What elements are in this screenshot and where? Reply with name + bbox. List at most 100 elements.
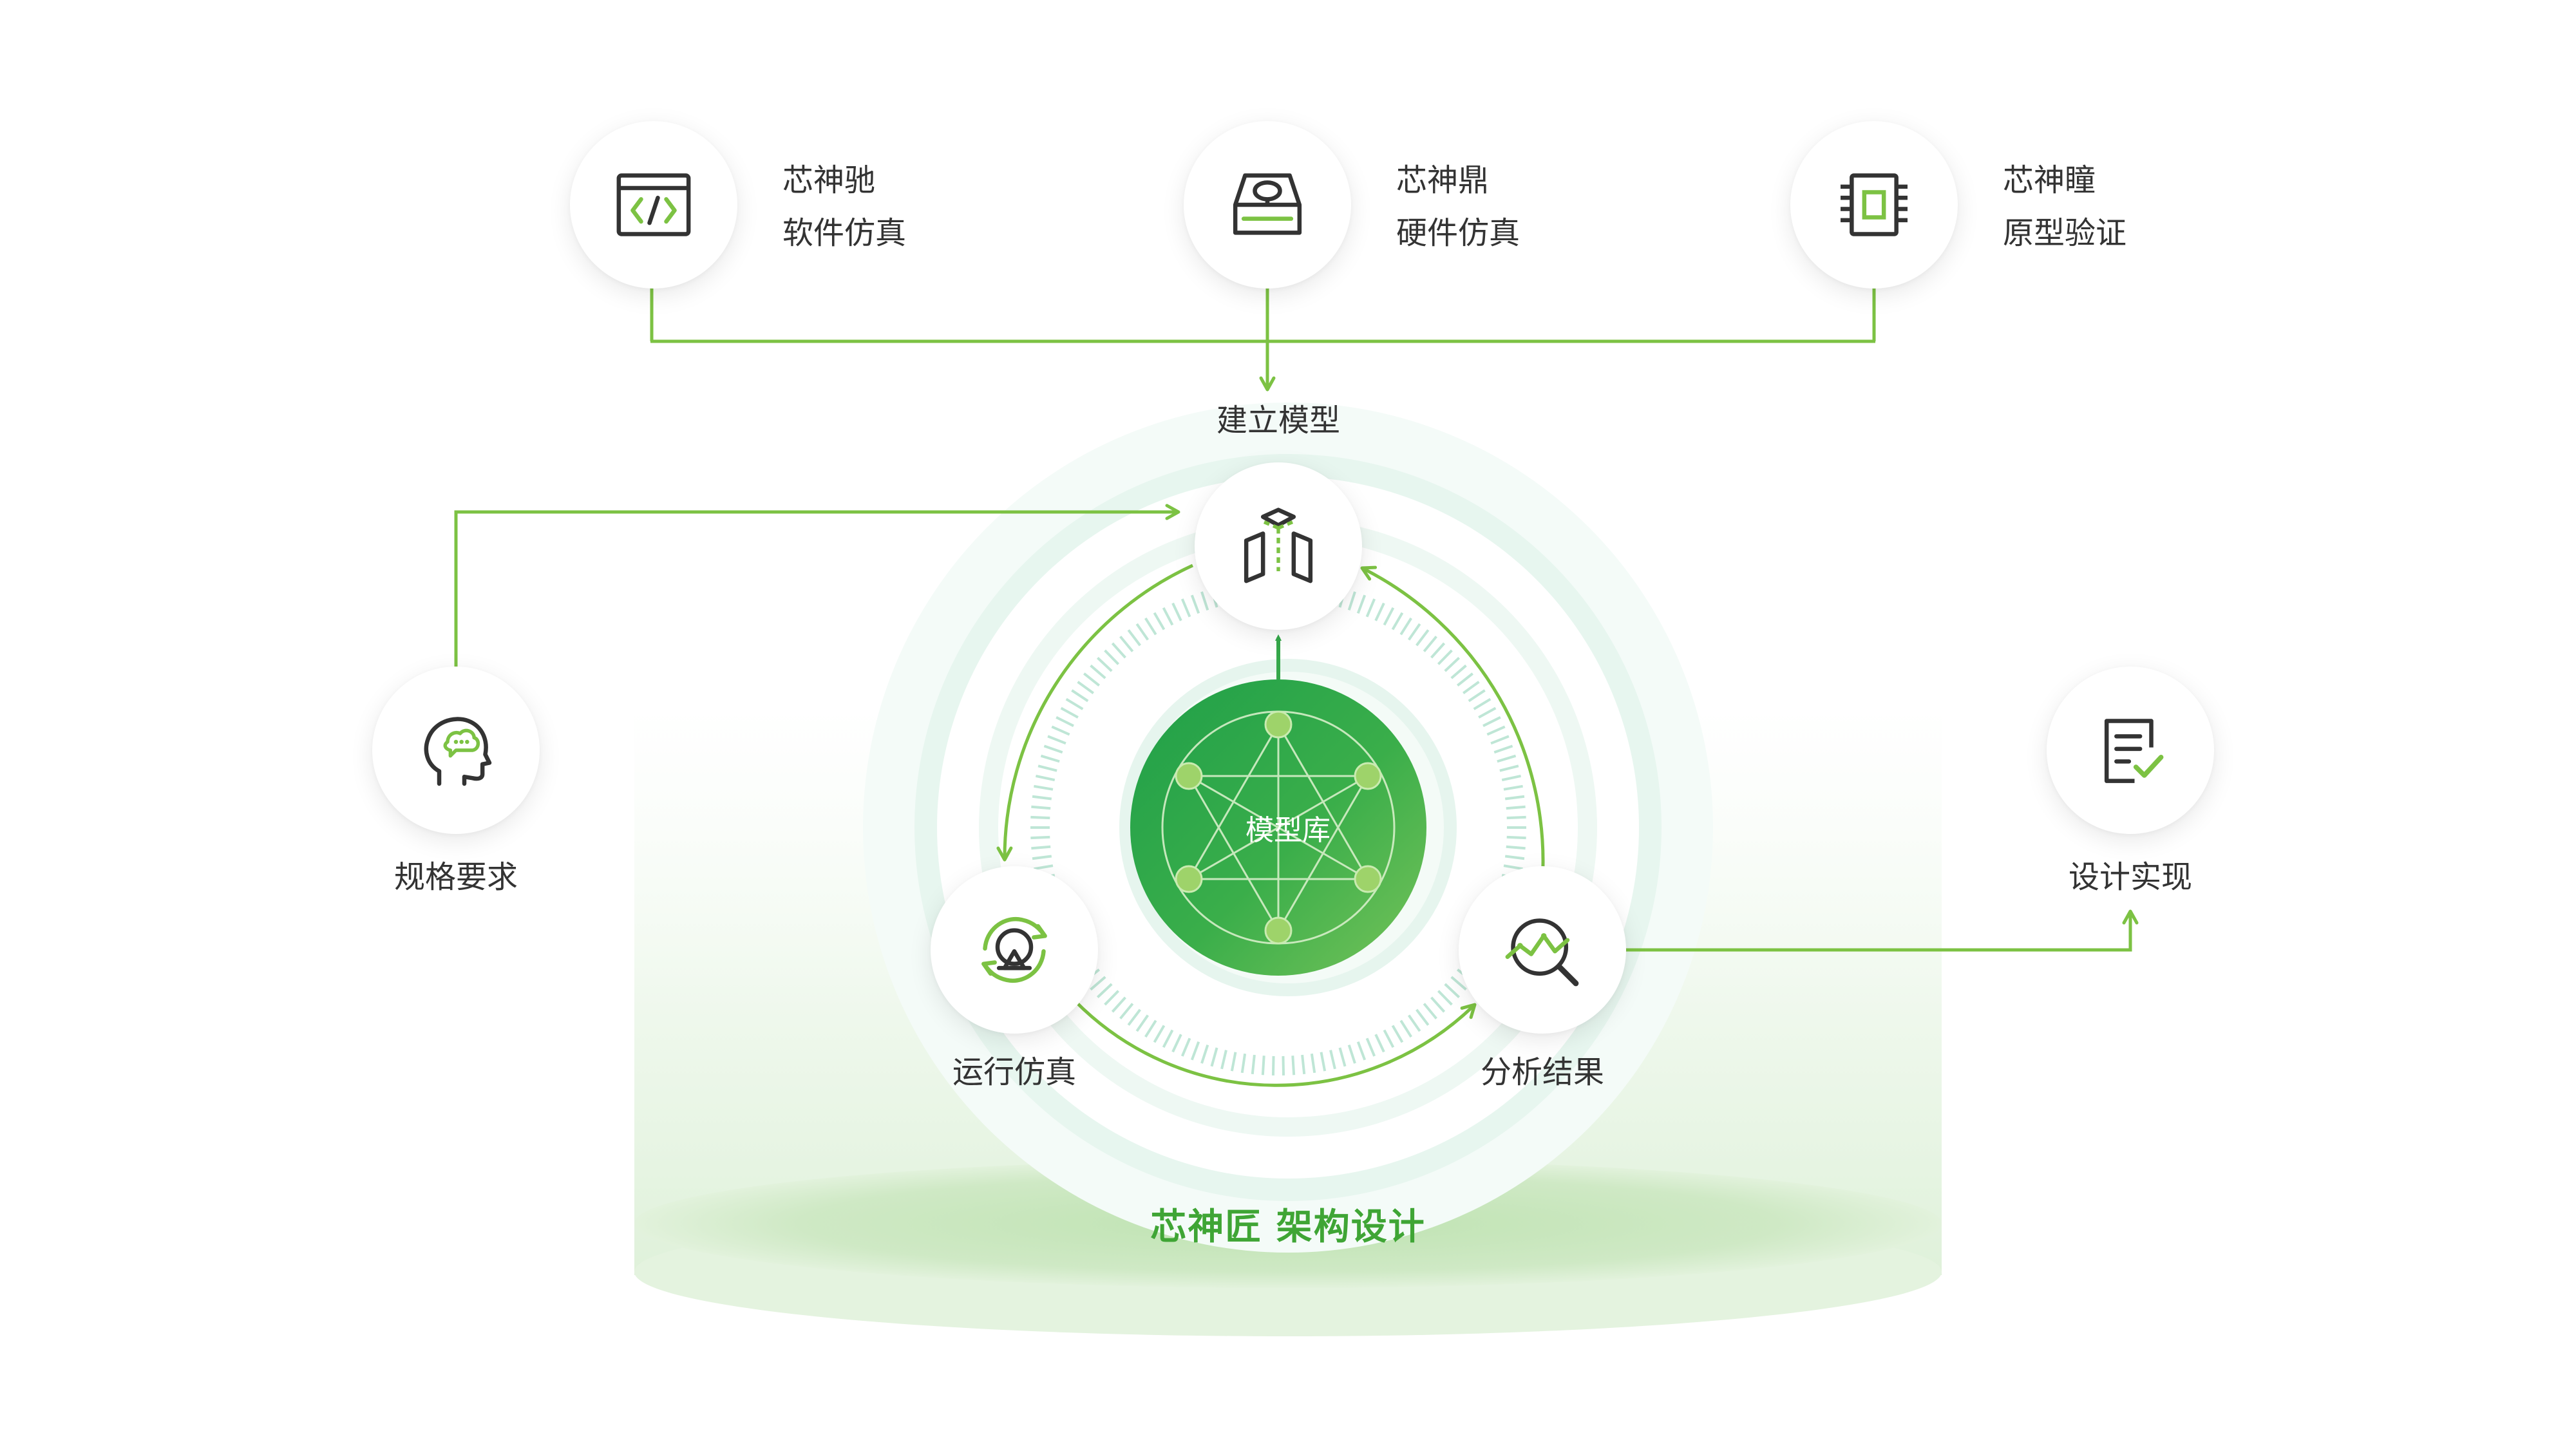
tick-mark [1374, 1034, 1385, 1053]
tick-mark [1096, 656, 1113, 672]
software-sim-name: 芯神驰 [782, 162, 876, 198]
code-window-icon [616, 173, 691, 236]
tick-mark [1291, 1056, 1296, 1075]
tick-mark [1144, 617, 1157, 636]
hardware-emu-node[interactable] [1184, 121, 1351, 289]
tick-mark [1153, 612, 1166, 630]
tick-mark [1153, 1025, 1166, 1043]
tick-mark [1030, 835, 1050, 840]
design-label: 设计实现 [2068, 859, 2193, 895]
tick-mark [1506, 845, 1526, 850]
checklist-icon [2104, 719, 2164, 783]
tick-mark [1127, 629, 1141, 647]
chip-icon [1841, 173, 1908, 236]
tick-mark [1119, 636, 1134, 652]
tick-mark [1450, 664, 1467, 679]
software-sim-desc: 软件仿真 [782, 215, 907, 251]
tick-mark [1127, 1009, 1141, 1026]
analyze-node[interactable] [1459, 866, 1626, 1034]
magnifier-chart-icon [1505, 918, 1579, 987]
tick-mark [1271, 1056, 1275, 1075]
tick-mark [1473, 697, 1492, 710]
cube-model-icon [1244, 507, 1313, 583]
model-library-label: 模型库 [1245, 814, 1331, 847]
tick-mark [1031, 845, 1051, 850]
spec-to-build-arrow [454, 504, 1180, 667]
tick-mark [1463, 681, 1480, 694]
spec-node[interactable] [372, 667, 540, 834]
run-sim-node[interactable] [931, 866, 1098, 1034]
tick-mark [1111, 996, 1126, 1013]
tick-mark [1499, 764, 1519, 772]
tick-mark [1320, 1052, 1327, 1072]
tick-mark [1200, 1045, 1209, 1064]
tick-mark [1456, 672, 1473, 687]
tick-mark [1374, 602, 1385, 621]
tick-mark [1423, 636, 1437, 652]
tick-mark [1399, 617, 1412, 636]
design-node[interactable] [2047, 667, 2214, 834]
tick-mark [1497, 754, 1517, 763]
tick-mark [1301, 1054, 1306, 1075]
prototype-desc: 原型验证 [2003, 215, 2127, 251]
tick-mark [1261, 1056, 1265, 1075]
tick-mark [1104, 990, 1120, 1006]
tick-mark [1096, 983, 1113, 999]
software-sim-node[interactable] [570, 121, 737, 289]
platform-label: 芯神匠 架构设计 [1150, 1206, 1426, 1248]
tick-mark [1037, 764, 1057, 772]
tick-mark [1135, 1014, 1150, 1032]
run-cycle-icon [981, 917, 1047, 983]
tick-mark [1056, 716, 1074, 727]
tick-mark [1171, 1034, 1182, 1053]
tick-mark [1365, 598, 1376, 618]
tick-mark [1383, 607, 1395, 626]
tick-mark [1450, 976, 1467, 991]
tick-mark [1310, 1053, 1316, 1074]
prototype-name: 芯神瞳 [2003, 162, 2096, 198]
tick-mark [1031, 805, 1051, 810]
tick-mark [1338, 1047, 1347, 1067]
tick-mark [1493, 744, 1513, 754]
tick-mark [1503, 864, 1523, 871]
tick-mark [1423, 1003, 1437, 1019]
tick-mark [1506, 835, 1526, 840]
tick-mark [1104, 649, 1120, 665]
tick-mark [1171, 602, 1182, 621]
tick-mark [1504, 795, 1525, 800]
tick-mark [1065, 697, 1084, 710]
tick-mark [1383, 1029, 1395, 1048]
tick-mark [1047, 735, 1066, 745]
tick-mark [1043, 744, 1063, 754]
tick-mark [1144, 1019, 1157, 1038]
tick-mark [1071, 689, 1089, 703]
tick-mark [1430, 642, 1446, 659]
prototype-node[interactable] [1790, 121, 1958, 289]
tick-mark [1034, 864, 1054, 871]
spec-label: 规格要求 [393, 859, 518, 895]
tick-mark [1478, 706, 1497, 719]
analyze-to-design-arrow [1623, 909, 2139, 952]
tick-mark [1083, 672, 1101, 687]
tick-mark [1032, 855, 1052, 860]
tick-mark [1180, 598, 1191, 618]
tick-mark [1506, 805, 1526, 810]
tick-mark [1162, 1029, 1174, 1048]
tick-mark [1503, 784, 1523, 791]
tick-mark [1119, 1003, 1134, 1019]
cycle-arc-build-to-run [996, 564, 1194, 862]
tick-mark [1391, 612, 1404, 630]
hardware-emu-name: 芯神鼎 [1396, 162, 1490, 198]
build-model-label: 建立模型 [1216, 402, 1341, 439]
tick-mark [1230, 1052, 1237, 1072]
build-model-node[interactable] [1195, 462, 1362, 630]
hardware-box-icon [1233, 173, 1302, 235]
cycle-arc-analyze-to-build [1360, 565, 1545, 883]
tick-mark [1060, 706, 1079, 719]
tick-mark [1490, 735, 1510, 745]
head-thinking-icon [424, 717, 492, 786]
tick-mark [1034, 784, 1054, 791]
tick-mark [1437, 990, 1453, 1006]
tick-mark [1210, 1047, 1218, 1067]
